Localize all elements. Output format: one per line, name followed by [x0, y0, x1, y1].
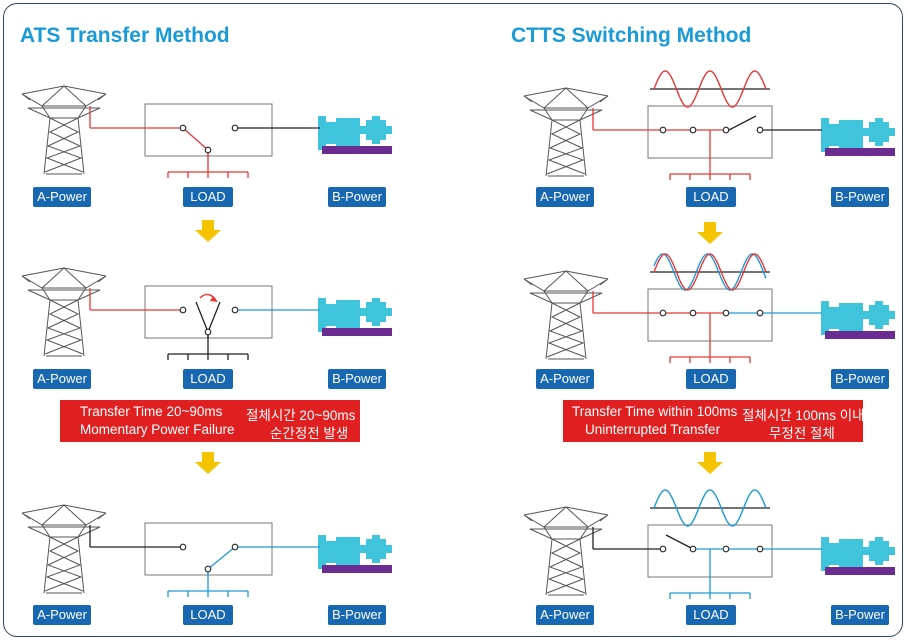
ctts-note-ko-line2: 무정전 절체: [769, 426, 835, 441]
ats-note-banner: Transfer Time 20~90ms Momentary Power Fa…: [60, 400, 360, 442]
b-power-tag: B-Power: [328, 187, 386, 207]
switch-contact: [722, 545, 730, 553]
a-power-tag: A-Power: [33, 605, 91, 625]
down-arrow-icon: [195, 220, 221, 242]
switch-contact: [756, 545, 764, 553]
transmission-tower-icon: [523, 87, 609, 177]
a-power-tag: A-Power: [536, 187, 594, 207]
load-tag: LOAD: [686, 187, 736, 207]
transmission-tower-icon: [21, 85, 107, 175]
switch-contact: [756, 126, 764, 134]
switch-contact: [659, 309, 667, 317]
switch-contact: [179, 124, 187, 132]
ats-note-ko-line1: 절체시간 20~90ms: [246, 408, 356, 423]
switch-blade: [182, 127, 209, 151]
switch-contact: [231, 306, 239, 314]
diagram-frame: [3, 3, 903, 637]
ctts-note-banner: Transfer Time within 100ms Uninterrupted…: [563, 400, 865, 442]
switch-contact: [722, 309, 730, 317]
switch-contact: [204, 146, 212, 154]
load-tag: LOAD: [183, 605, 233, 625]
a-power-tag: A-Power: [536, 369, 594, 389]
down-arrow-icon: [697, 222, 723, 244]
switch-contact: [179, 543, 187, 551]
ctts-note-ko-line1: 절체시간 100ms 이내: [742, 408, 865, 423]
transmission-tower-icon: [523, 270, 609, 360]
switch-contact: [204, 565, 212, 573]
switch-contact: [179, 306, 187, 314]
generator-icon: [318, 116, 392, 154]
transmission-tower-icon: [523, 506, 609, 596]
switch-blade: [728, 115, 757, 131]
transfer-arc-head: [210, 296, 218, 302]
generator-icon: [821, 301, 895, 339]
generator-icon: [318, 298, 392, 336]
switch-contact: [204, 328, 212, 336]
switch-contact: [659, 545, 667, 553]
switch-contact: [689, 126, 697, 134]
load-tag: LOAD: [686, 369, 736, 389]
a-power-tag: A-Power: [33, 369, 91, 389]
voltage-waveform: [653, 253, 767, 291]
b-power-tag: B-Power: [831, 605, 889, 625]
down-arrow-icon: [195, 452, 221, 474]
switch-blade: [195, 301, 209, 333]
b-power-tag: B-Power: [831, 369, 889, 389]
switch-contact: [722, 126, 730, 134]
ats-note-en-line2: Momentary Power Failure: [80, 422, 235, 437]
transmission-tower-icon: [21, 504, 107, 594]
ctts-note-en-line1: Transfer Time within 100ms: [572, 404, 738, 419]
transmission-tower-icon: [21, 267, 107, 357]
b-power-tag: B-Power: [328, 369, 386, 389]
ats-note-ko-line2: 순간정전 발생: [270, 426, 349, 441]
switch-contact: [231, 543, 239, 551]
ctts-note-en-line2: Uninterrupted Transfer: [585, 422, 721, 437]
switch-contact: [659, 126, 667, 134]
load-tag: LOAD: [183, 187, 233, 207]
ctts-title: CTTS Switching Method: [511, 24, 752, 47]
a-power-tag: A-Power: [536, 605, 594, 625]
voltage-waveform: [653, 70, 767, 108]
ats-note-en-line1: Transfer Time 20~90ms: [80, 404, 223, 419]
switch-contact: [756, 309, 764, 317]
voltage-waveform: [653, 253, 767, 291]
voltage-waveform: [653, 489, 767, 527]
switch-contact: [689, 545, 697, 553]
load-tag: LOAD: [686, 605, 736, 625]
b-power-tag: B-Power: [328, 605, 386, 625]
ats-title: ATS Transfer Method: [20, 24, 230, 47]
load-tag: LOAD: [183, 369, 233, 389]
switch-contact: [231, 124, 239, 132]
generator-icon: [318, 535, 392, 573]
generator-icon: [821, 118, 895, 156]
b-power-tag: B-Power: [831, 187, 889, 207]
switch-contact: [689, 309, 697, 317]
switch-blade: [665, 534, 694, 550]
a-power-tag: A-Power: [33, 187, 91, 207]
switch-blade: [207, 546, 236, 570]
switch-blade: [207, 301, 221, 333]
down-arrow-icon: [697, 452, 723, 474]
generator-icon: [821, 537, 895, 575]
